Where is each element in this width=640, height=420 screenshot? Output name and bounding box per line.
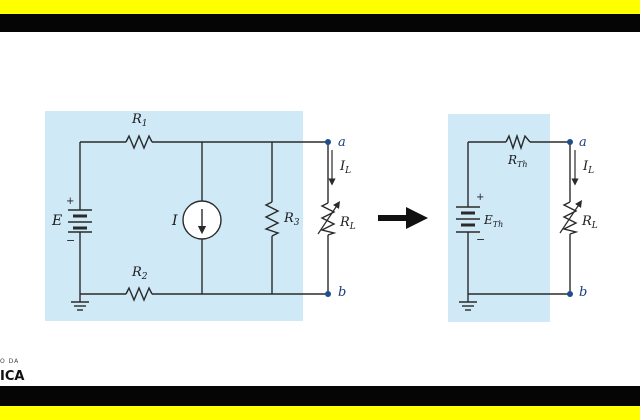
ground-right-icon	[459, 301, 477, 311]
terminal-b-dot	[325, 291, 331, 297]
diagram-area: R1 R2 + − E I R3 RL IL a b	[0, 32, 640, 386]
label-r2: R2	[131, 265, 148, 282]
label-r3: R3	[283, 211, 300, 228]
watermark-logo-text: ICA	[0, 369, 25, 384]
top-black-band	[0, 14, 640, 32]
thevenin-wires	[467, 141, 571, 302]
ground-icon	[71, 301, 89, 311]
circuit-diagram: R1 R2 + − E I R3 RL IL a b	[45, 111, 598, 322]
load-resistor-rl-right	[561, 201, 579, 235]
terminal-a-label: a	[338, 135, 346, 150]
terminal-b-label: b	[338, 285, 346, 300]
label-rth: RTh	[507, 153, 528, 169]
resistor-r3	[264, 201, 280, 237]
label-i: I	[171, 213, 178, 229]
thevenin-equivalent-panel	[448, 114, 550, 322]
original-network-panel	[45, 111, 303, 321]
label-il-right: IL	[582, 159, 594, 176]
variable-resistor-arrow-icon	[317, 201, 340, 235]
battery-eth	[456, 206, 480, 233]
label-rl: RL	[339, 215, 356, 232]
watermark-small-text: O DA	[0, 358, 20, 365]
terminal-b-right-label: b	[579, 285, 587, 300]
bottom-yellow-band	[0, 406, 640, 420]
terminal-a-dot	[325, 139, 331, 145]
original-wires	[79, 141, 329, 302]
variable-resistor-arrow-right-icon	[559, 200, 582, 234]
battery-e	[68, 209, 92, 233]
resistor-r2	[125, 286, 153, 302]
label-r1: R1	[131, 112, 148, 129]
label-rl-right: RL	[581, 214, 598, 231]
terminal-a-right-dot	[567, 139, 573, 145]
load-resistor-rl	[319, 202, 337, 236]
label-e: E	[51, 213, 62, 229]
terminal-a-right-label: a	[579, 135, 587, 150]
label-eth: ETh	[483, 213, 503, 229]
terminal-b-right-dot	[567, 291, 573, 297]
top-yellow-band	[0, 0, 640, 14]
resistor-rth	[505, 133, 531, 151]
transformation-arrow-icon	[378, 207, 428, 229]
minus-sign-eth: −	[476, 233, 485, 246]
minus-sign-e: −	[66, 234, 75, 247]
resistor-r1	[125, 134, 153, 150]
bottom-black-band	[0, 386, 640, 406]
plus-sign-e: +	[66, 196, 74, 207]
plus-sign-eth: +	[476, 192, 484, 203]
label-il: IL	[339, 159, 351, 176]
